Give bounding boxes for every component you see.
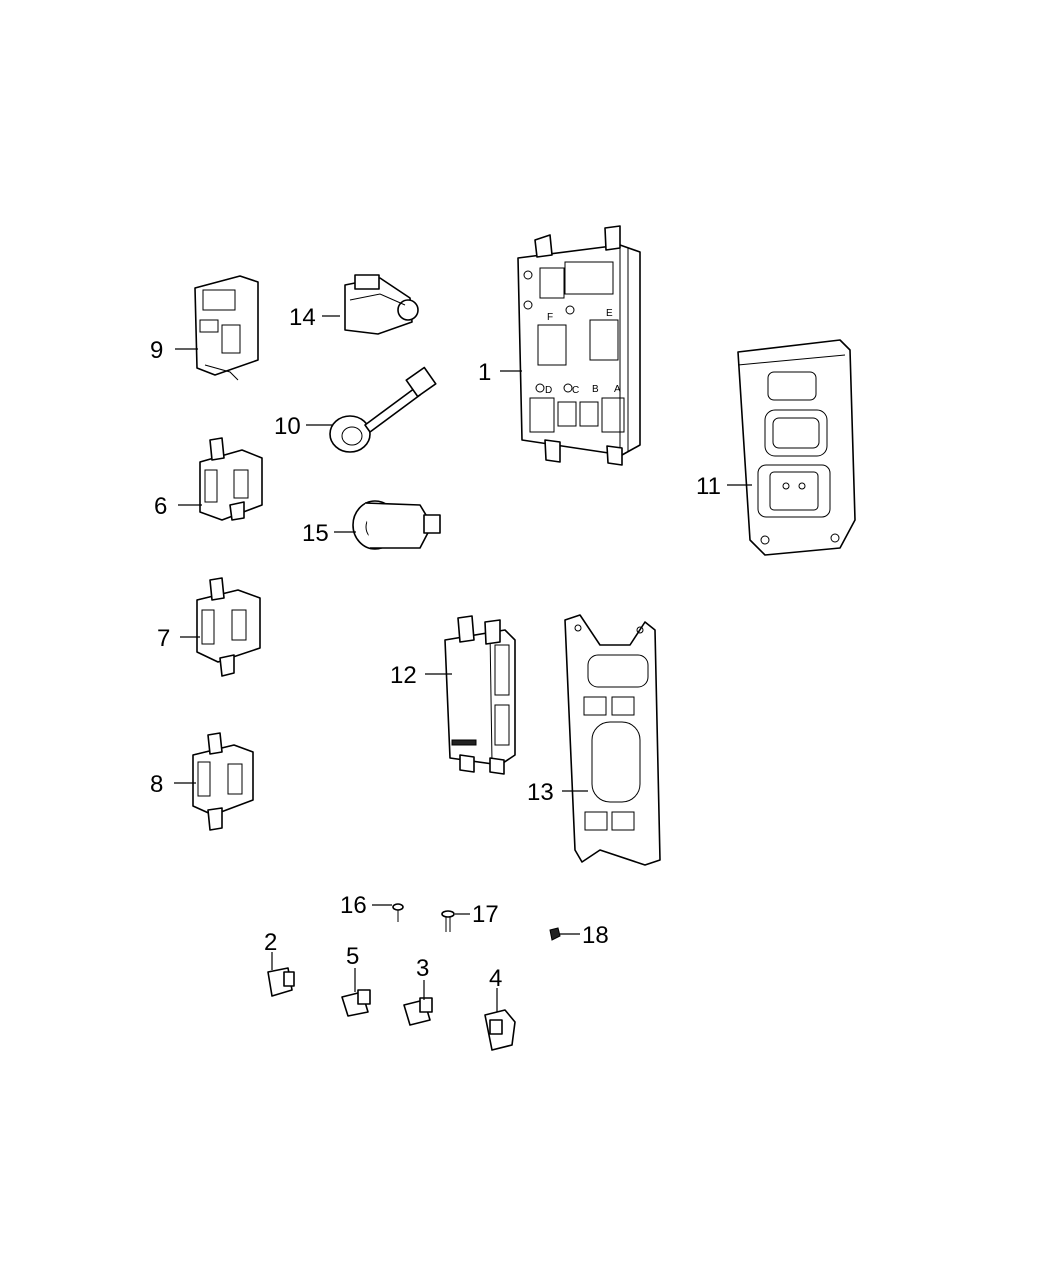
callout-1: 1 — [478, 359, 491, 386]
callout-15: 15 — [302, 520, 329, 547]
callout-16: 16 — [340, 892, 367, 919]
part-17-screw — [441, 910, 455, 932]
callout-11: 11 — [696, 473, 721, 500]
part-2-sensor — [267, 967, 295, 997]
callout-6: 6 — [154, 493, 167, 520]
part-13-tall-bracket — [564, 614, 661, 866]
fuse-letter-e: E — [606, 308, 613, 319]
part-15-switch — [352, 500, 441, 550]
callout-9: 9 — [150, 337, 163, 364]
part-7-module — [196, 577, 261, 677]
fuse-letter-c: C — [572, 385, 579, 396]
part-10-cable-sensor — [329, 366, 437, 453]
callout-18: 18 — [582, 922, 609, 949]
callout-3: 3 — [416, 955, 429, 982]
callout-12: 12 — [390, 662, 417, 689]
part-3-sensor — [403, 997, 433, 1026]
part-16-screw — [392, 903, 404, 922]
part-11-bracket — [737, 339, 856, 556]
part-14-sensor — [344, 274, 419, 335]
part-4-sensor — [484, 1009, 516, 1051]
part-1-fuse-box: F E D C B A — [517, 225, 641, 466]
part-6-module — [199, 437, 263, 521]
fuse-letter-a: A — [614, 384, 621, 395]
callout-14: 14 — [289, 304, 316, 331]
part-12-control-module — [444, 615, 516, 775]
fuse-letter-f: F — [547, 312, 553, 323]
callout-13: 13 — [527, 779, 554, 806]
part-9-module — [194, 275, 259, 381]
part-18-nut — [549, 927, 561, 941]
fuse-letter-b: B — [592, 384, 599, 395]
part-5-sensor — [341, 989, 371, 1017]
callout-17: 17 — [472, 901, 499, 928]
callout-7: 7 — [157, 625, 170, 652]
callout-8: 8 — [150, 771, 163, 798]
callout-5: 5 — [346, 943, 359, 970]
callout-2: 2 — [264, 929, 277, 956]
callout-4: 4 — [489, 965, 502, 992]
fuse-letter-d: D — [545, 385, 552, 396]
part-8-module — [192, 732, 254, 831]
callout-10: 10 — [274, 413, 301, 440]
